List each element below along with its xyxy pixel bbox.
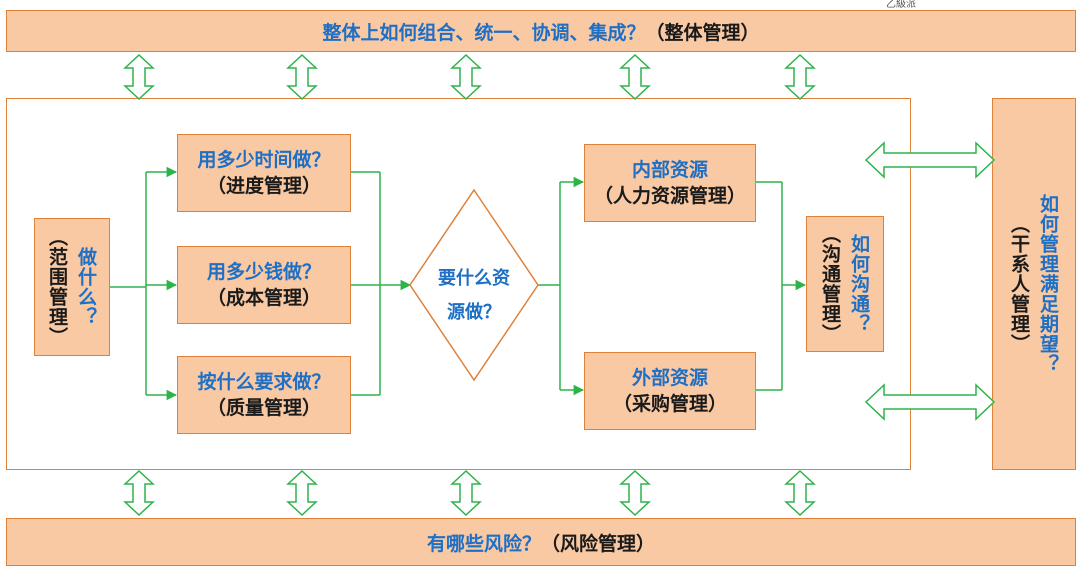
communication-question: 如何沟通？ bbox=[848, 234, 870, 334]
integration-question: 整体上如何组合、统一、协调、集成？ bbox=[322, 21, 646, 44]
communication-label: （沟通管理） bbox=[819, 224, 841, 344]
schedule-question: 用多少时间做？ bbox=[197, 149, 331, 171]
decision-diamond bbox=[409, 188, 539, 382]
scope-label: （范围管理） bbox=[46, 227, 68, 347]
double-arrow-v bbox=[286, 469, 318, 517]
stakeholder-label: （干系人管理） bbox=[1008, 214, 1030, 354]
decision-line1: 要什么资 bbox=[438, 268, 510, 289]
main-frame bbox=[6, 98, 911, 470]
internal-question: 内部资源 bbox=[631, 159, 708, 181]
quality-label: （质量管理） bbox=[206, 397, 321, 419]
corner-text: 乙級派 bbox=[886, 0, 916, 10]
stakeholder-box: 如何管理满足期望？ （干系人管理） bbox=[992, 98, 1076, 470]
quality-question: 按什么要求做？ bbox=[197, 371, 331, 393]
double-arrow-v bbox=[784, 469, 816, 517]
integration-banner: 整体上如何组合、统一、协调、集成？ （整体管理） bbox=[6, 10, 1076, 52]
communication-box: 如何沟通？ （沟通管理） bbox=[806, 216, 884, 352]
double-arrow-h bbox=[864, 141, 996, 179]
external-question: 外部资源 bbox=[631, 367, 708, 389]
double-arrow-v bbox=[286, 53, 318, 101]
risk-banner: 有哪些风险？ （风险管理） bbox=[6, 518, 1076, 566]
decision-text: 要什么资 源做？ bbox=[412, 262, 536, 330]
stakeholder-double-arrows bbox=[864, 141, 996, 421]
double-arrow-v bbox=[450, 469, 482, 517]
double-arrow-v bbox=[123, 469, 155, 517]
double-arrow-v bbox=[619, 53, 651, 101]
scope-question: 做什么？ bbox=[75, 247, 97, 327]
schedule-box: 用多少时间做？ （进度管理） bbox=[177, 134, 351, 212]
internal-label: （人力资源管理） bbox=[593, 185, 746, 207]
external-resource-box: 外部资源 （采购管理） bbox=[584, 352, 756, 430]
bottom-double-arrows bbox=[123, 469, 816, 517]
double-arrow-h bbox=[864, 383, 996, 421]
decision-line2: 源做？ bbox=[447, 302, 501, 323]
risk-label: （风险管理） bbox=[541, 532, 656, 555]
cost-label: （成本管理） bbox=[206, 287, 321, 309]
external-label: （采购管理） bbox=[612, 393, 727, 415]
double-arrow-v bbox=[450, 53, 482, 101]
integration-label: （整体管理） bbox=[645, 21, 760, 44]
stakeholder-question: 如何管理满足期望？ bbox=[1037, 194, 1059, 374]
double-arrow-v bbox=[123, 53, 155, 101]
scope-box: 做什么？ （范围管理） bbox=[34, 218, 110, 356]
internal-resource-box: 内部资源 （人力资源管理） bbox=[584, 144, 756, 222]
top-double-arrows bbox=[123, 53, 816, 101]
cost-question: 用多少钱做？ bbox=[206, 261, 321, 283]
quality-box: 按什么要求做？ （质量管理） bbox=[177, 356, 351, 434]
double-arrow-v bbox=[784, 53, 816, 101]
cost-box: 用多少钱做？ （成本管理） bbox=[177, 246, 351, 324]
double-arrow-v bbox=[619, 469, 651, 517]
schedule-label: （进度管理） bbox=[206, 175, 321, 197]
risk-question: 有哪些风险？ bbox=[426, 532, 541, 555]
